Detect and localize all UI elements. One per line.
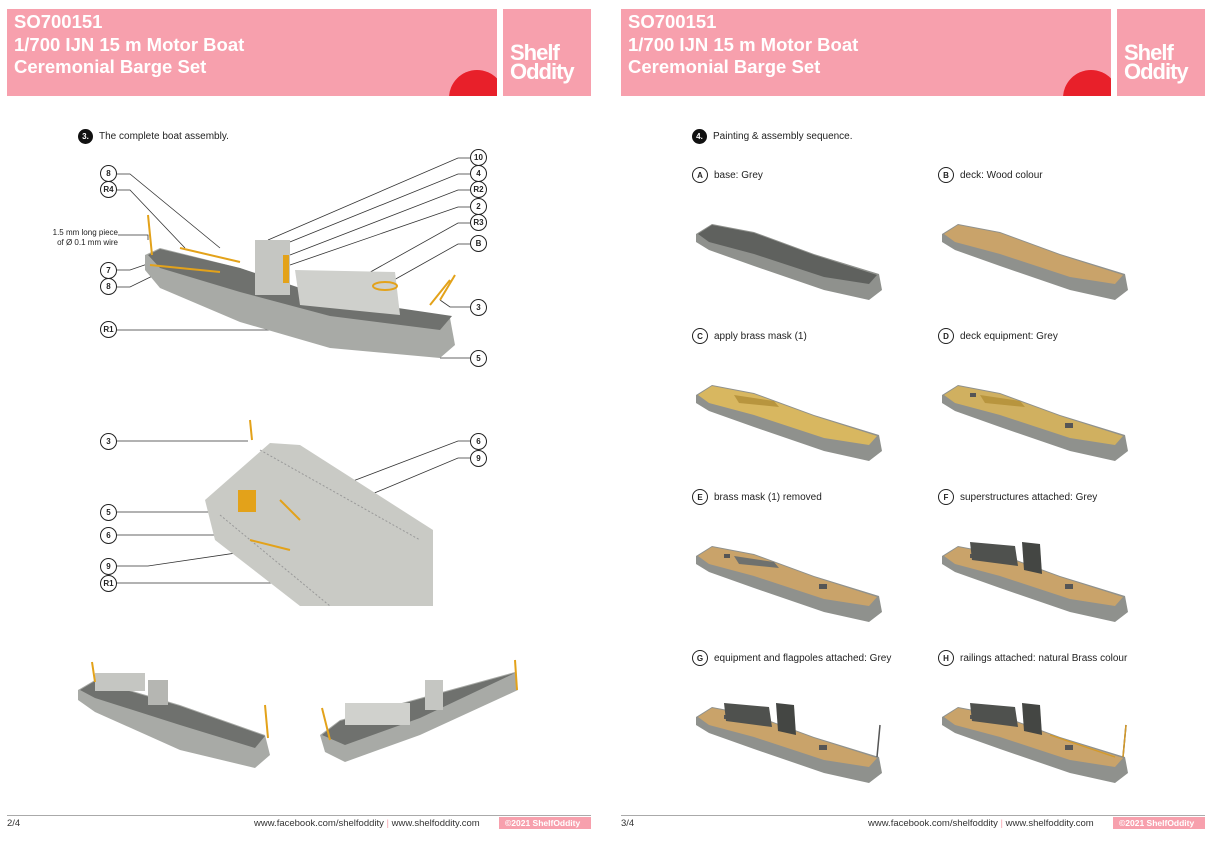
callout: 6 <box>470 433 487 450</box>
wire-note-line1: 1.5 mm long piece <box>52 228 118 237</box>
boat-preview-left <box>78 661 270 768</box>
stage-text: railings attached: natural Brass colour <box>960 652 1128 664</box>
footer-links: www.facebook.com/shelfoddity | www.shelf… <box>254 818 480 829</box>
callout: 9 <box>100 558 117 575</box>
leader-lines <box>117 157 470 584</box>
product-subtitle: Ceremonial Barge Set <box>628 56 821 77</box>
boat-3d-view <box>145 214 456 358</box>
facebook-link[interactable]: www.facebook.com/shelfoddity <box>254 818 384 829</box>
step-text: Painting & assembly sequence. <box>713 131 853 142</box>
stage-boat-image-h <box>942 703 1128 783</box>
product-subtitle: Ceremonial Barge Set <box>14 56 207 77</box>
stage-text: apply brass mask (1) <box>714 330 807 342</box>
callout: R3 <box>470 214 487 231</box>
callout: 3 <box>470 299 487 316</box>
callout: 5 <box>470 350 487 367</box>
callout: 2 <box>470 198 487 215</box>
footer-rule <box>7 815 591 816</box>
facebook-link[interactable]: www.facebook.com/shelfoddity <box>868 818 998 829</box>
stage-text: superstructures attached: Grey <box>960 491 1098 503</box>
stage-text: base: Grey <box>714 169 763 181</box>
callout: R4 <box>100 181 117 198</box>
logo-text-2: Oddity <box>510 59 575 84</box>
logo-text-1: Shelf <box>1124 40 1174 65</box>
callout: R1 <box>100 321 117 338</box>
stage-letter: F <box>938 489 954 505</box>
stage-letter: C <box>692 328 708 344</box>
footer-rule <box>621 815 1205 816</box>
stage-letter: D <box>938 328 954 344</box>
stage-letter: B <box>938 167 954 183</box>
step-text: The complete boat assembly. <box>99 131 229 142</box>
stage-boat-image-d <box>942 385 1128 461</box>
callout: R1 <box>100 575 117 592</box>
callout: 8 <box>100 165 117 182</box>
stage-boat-image-a <box>696 224 882 300</box>
callout: 7 <box>100 262 117 279</box>
logo-text-2: Oddity <box>1124 59 1189 84</box>
callout: 9 <box>470 450 487 467</box>
wire-note: 1.5 mm long piece of Ø 0.1 mm wire <box>30 228 118 248</box>
stage-letter: G <box>692 650 708 666</box>
stage-boat-image-b <box>942 224 1128 300</box>
separator: | <box>1000 818 1004 829</box>
stage-letter: H <box>938 650 954 666</box>
callout: 4 <box>470 165 487 182</box>
callout: 3 <box>100 433 117 450</box>
stage-boat-image-e <box>696 546 882 622</box>
stage-text: equipment and flagpoles attached: Grey <box>714 652 892 664</box>
copyright: ©2021 ShelfOddity <box>1113 817 1205 829</box>
page-number: 3/4 <box>621 818 635 829</box>
callout: 8 <box>100 278 117 295</box>
step-4-heading: 4. Painting & assembly sequence. <box>692 129 853 144</box>
stage-text: brass mask (1) removed <box>714 491 822 503</box>
stage-text: deck: Wood colour <box>960 169 1043 181</box>
stage-text: deck equipment: Grey <box>960 330 1058 342</box>
cabin <box>295 270 400 315</box>
website-link[interactable]: www.shelfoddity.com <box>391 818 480 829</box>
separator: | <box>386 818 390 829</box>
step-number: 4. <box>692 129 707 144</box>
header-banner-right: SO700151 1/700 IJN 15 m Motor Boat Cerem… <box>621 9 1111 96</box>
boat-preview-right <box>320 659 518 762</box>
callout: B <box>470 235 487 252</box>
boat-bottom-view <box>205 419 433 607</box>
stage-boat-image-g <box>696 703 882 783</box>
stage-boat-image-c <box>696 385 882 461</box>
header-banner-left: SO700151 1/700 IJN 15 m Motor Boat Cerem… <box>7 9 497 96</box>
website-link[interactable]: www.shelfoddity.com <box>1005 818 1094 829</box>
step-3-heading: 3. The complete boat assembly. <box>78 129 229 144</box>
product-code: SO700151 <box>628 11 717 32</box>
page-number: 2/4 <box>7 818 21 829</box>
product-title: 1/700 IJN 15 m Motor Boat <box>628 33 859 55</box>
copyright: ©2021 ShelfOddity <box>499 817 591 829</box>
product-title: 1/700 IJN 15 m Motor Boat <box>14 33 245 55</box>
stage-letter: A <box>692 167 708 183</box>
stage-boat-image-f <box>942 542 1128 622</box>
product-code: SO700151 <box>14 11 103 32</box>
callout: R2 <box>470 181 487 198</box>
logo-text-1: Shelf <box>510 40 560 65</box>
step-number: 3. <box>78 129 93 144</box>
callout: 10 <box>470 149 487 166</box>
footer-links: www.facebook.com/shelfoddity | www.shelf… <box>868 818 1094 829</box>
assembly-diagram <box>78 157 518 768</box>
wire-note-line2: of Ø 0.1 mm wire <box>57 238 118 247</box>
callout: 6 <box>100 527 117 544</box>
callout: 5 <box>100 504 117 521</box>
stage-letter: E <box>692 489 708 505</box>
